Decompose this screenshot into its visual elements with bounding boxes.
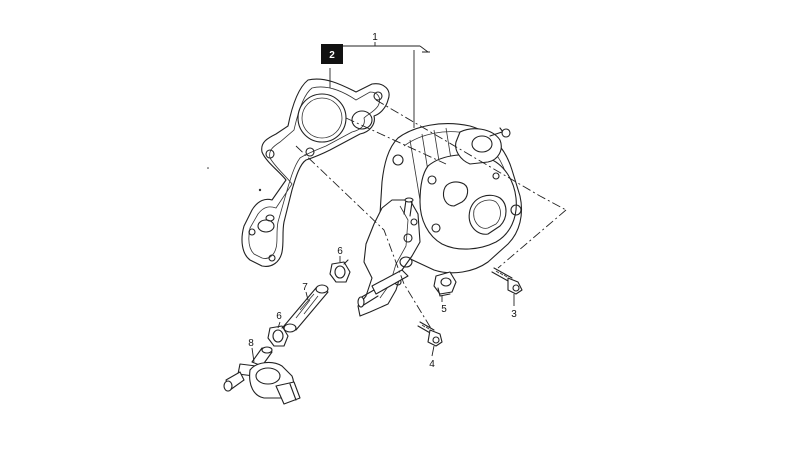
callout-1: 1 bbox=[372, 32, 378, 43]
callout-6-lower: 6 bbox=[276, 311, 282, 322]
callout-3: 3 bbox=[511, 309, 517, 320]
callout-8: 8 bbox=[248, 338, 254, 349]
callout-5: 5 bbox=[441, 304, 447, 315]
alignment-lines bbox=[295, 99, 567, 331]
bolt-part-4[interactable] bbox=[417, 321, 443, 347]
callout-6-upper: 6 bbox=[337, 246, 343, 257]
vacuum-pump-body[interactable] bbox=[357, 123, 523, 317]
valve-part-8[interactable] bbox=[223, 346, 301, 405]
callout-2-highlight-box bbox=[321, 44, 343, 64]
bolt-part-3[interactable] bbox=[491, 267, 523, 295]
callout-7: 7 bbox=[302, 282, 308, 293]
hose-part-7[interactable] bbox=[283, 284, 329, 333]
dot-mark bbox=[207, 167, 209, 169]
gasket-part[interactable] bbox=[241, 78, 390, 267]
hose-clamp-part-6-upper[interactable] bbox=[329, 259, 351, 283]
callout-4: 4 bbox=[429, 359, 435, 370]
leader-lines bbox=[251, 42, 515, 363]
callout-2: 2 bbox=[329, 50, 335, 61]
plug-part-5[interactable] bbox=[433, 271, 457, 297]
dot-mark bbox=[258, 188, 262, 192]
hose-clamp-part-6-lower[interactable] bbox=[267, 323, 289, 347]
